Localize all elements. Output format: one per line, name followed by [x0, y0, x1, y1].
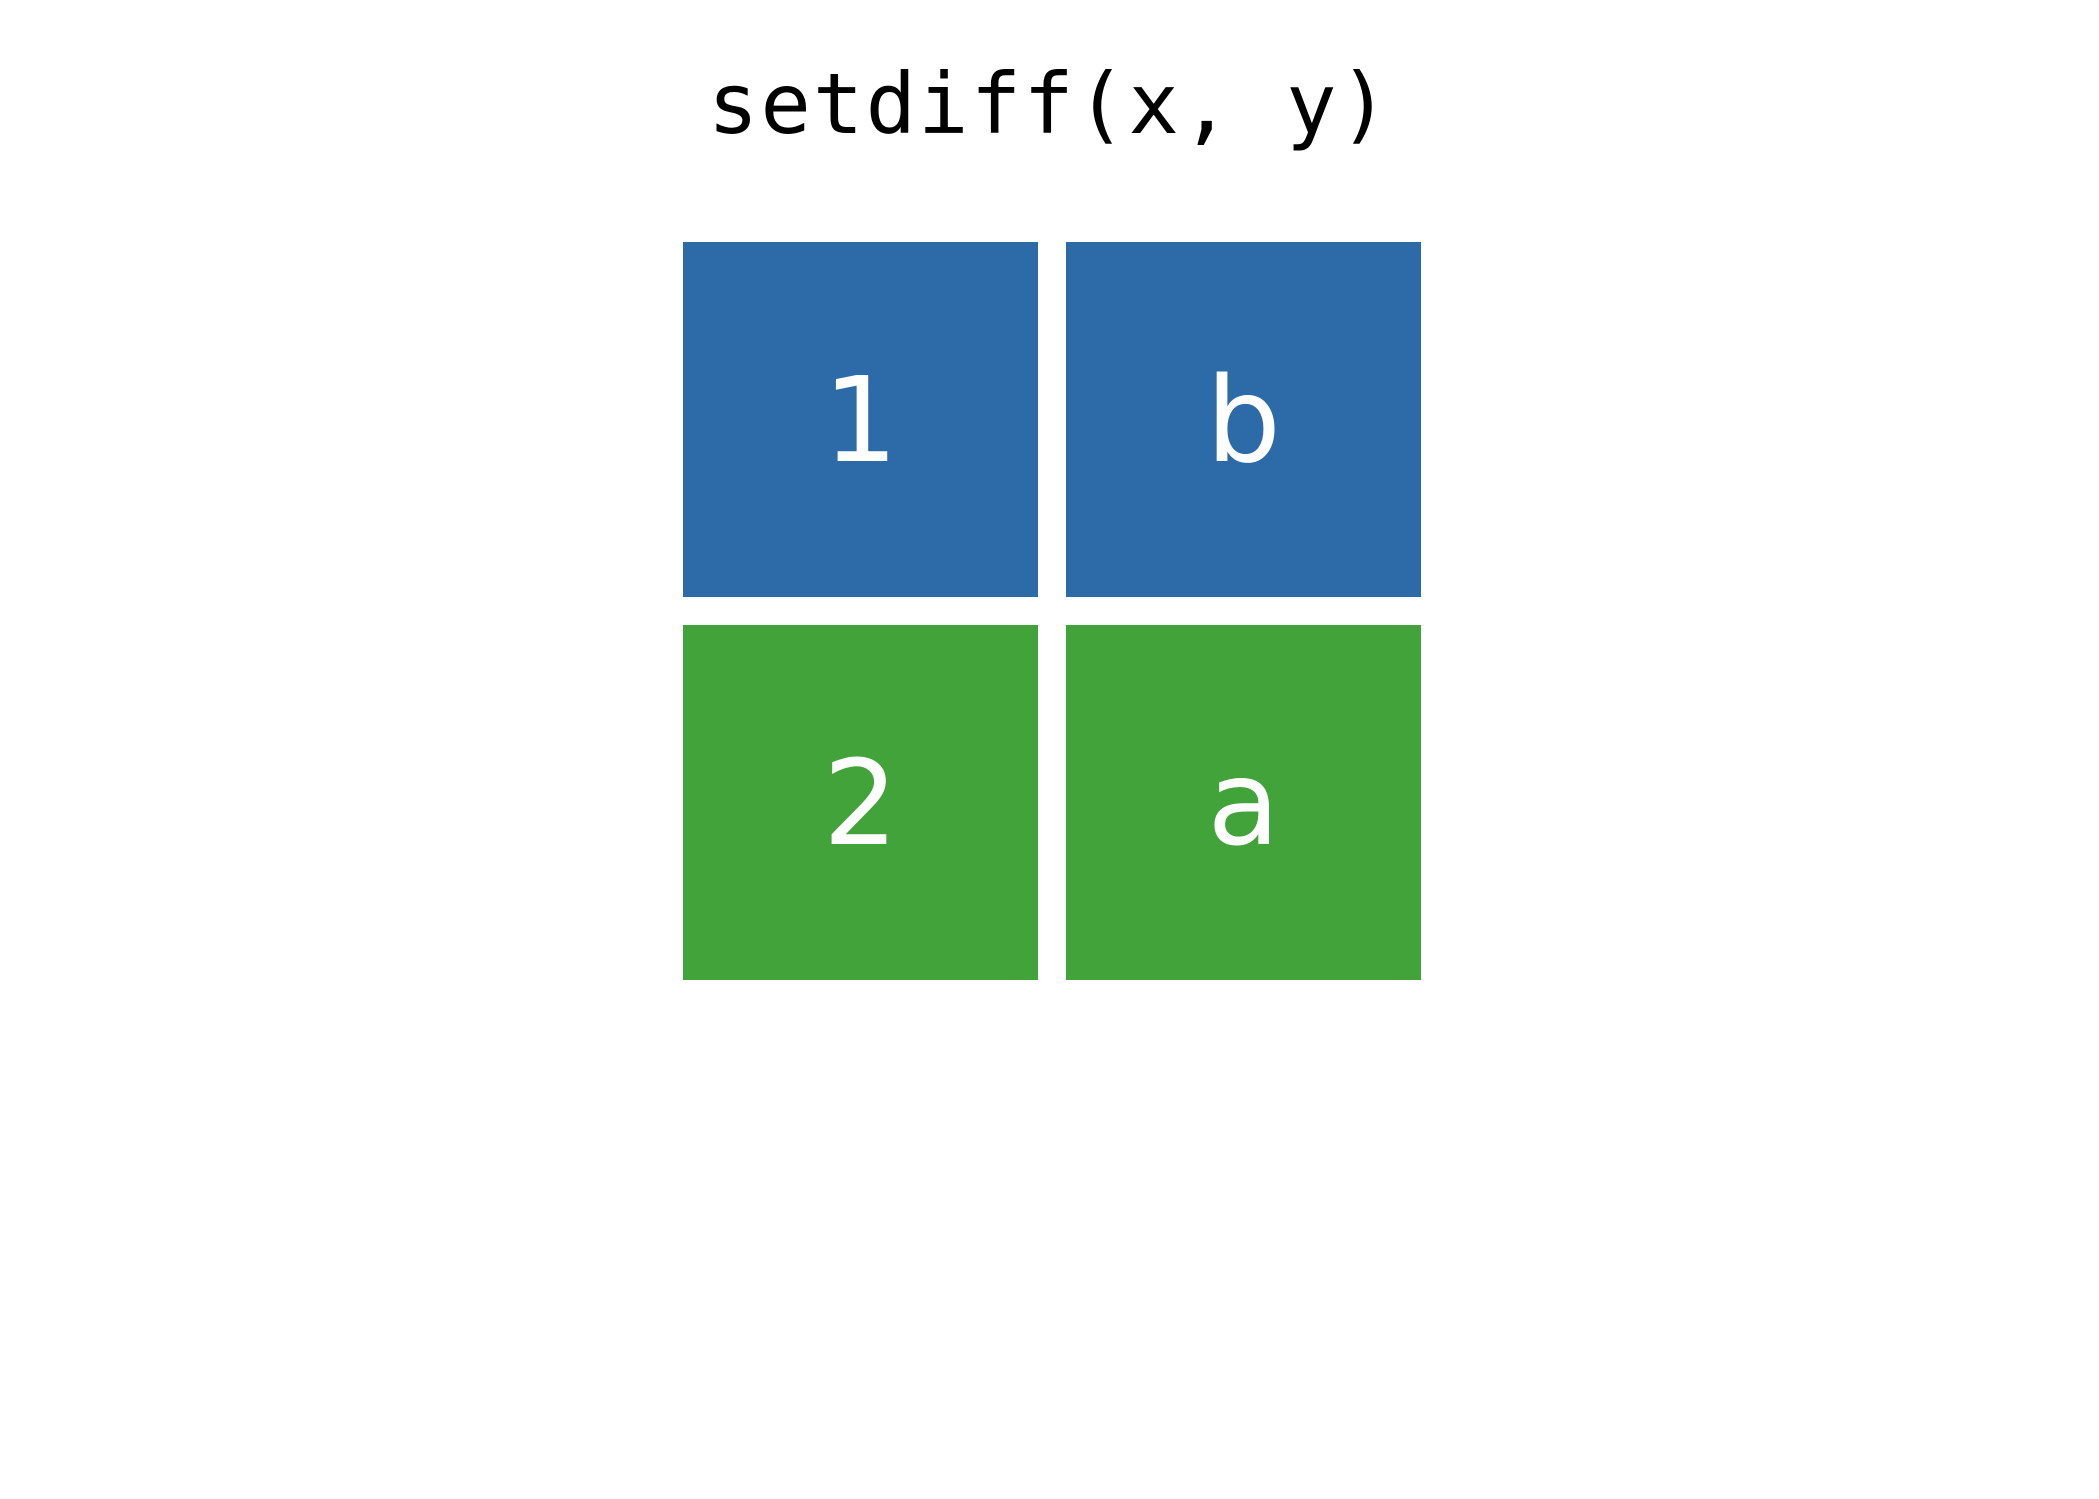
table-cell-row1-col1: 1 [683, 242, 1038, 597]
table-cell-row2-col2: a [1066, 625, 1421, 980]
function-call-title: setdiff(x, y) [707, 55, 1392, 153]
table-cell-row2-col1: 2 [683, 625, 1038, 980]
table-cell-row1-col2: b [1066, 242, 1421, 597]
result-table: 1 b 2 a [683, 242, 1423, 982]
